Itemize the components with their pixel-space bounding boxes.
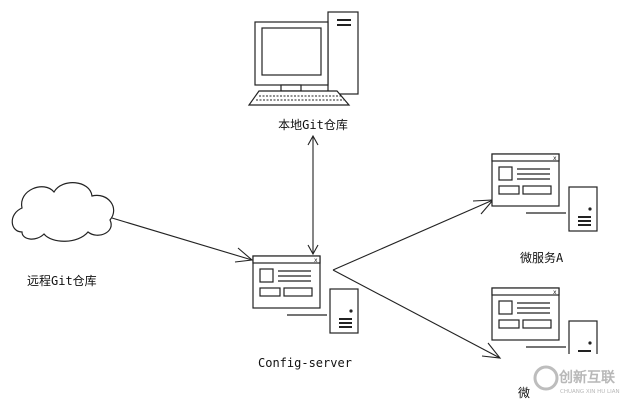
edge-remote-to-config — [111, 217, 254, 263]
remote-git-label: 远程Git仓库 — [27, 273, 97, 288]
local-git-label: 本地Git仓库 — [278, 117, 348, 132]
microservice-a-label: 微服务A — [520, 250, 564, 265]
desktop-computer-icon — [247, 11, 359, 106]
cloud-icon — [11, 182, 115, 242]
edge-config-to-service-a — [332, 199, 495, 271]
config-server-label: Config-server — [258, 356, 352, 370]
edge-config-to-service-b — [332, 269, 502, 359]
microservice-b-label: 微 — [518, 386, 530, 400]
watermark-text: 创新互联 — [558, 369, 616, 386]
server-window-icon — [252, 255, 359, 334]
server-window-icon — [491, 153, 598, 232]
brand-logo-icon — [533, 365, 559, 391]
watermark: 创新互联 CHUANG XIN HU LIAN — [526, 354, 631, 400]
server-window-icon — [491, 287, 598, 366]
edge-local-config — [307, 134, 319, 256]
watermark-subtext: CHUANG XIN HU LIAN — [560, 389, 620, 395]
